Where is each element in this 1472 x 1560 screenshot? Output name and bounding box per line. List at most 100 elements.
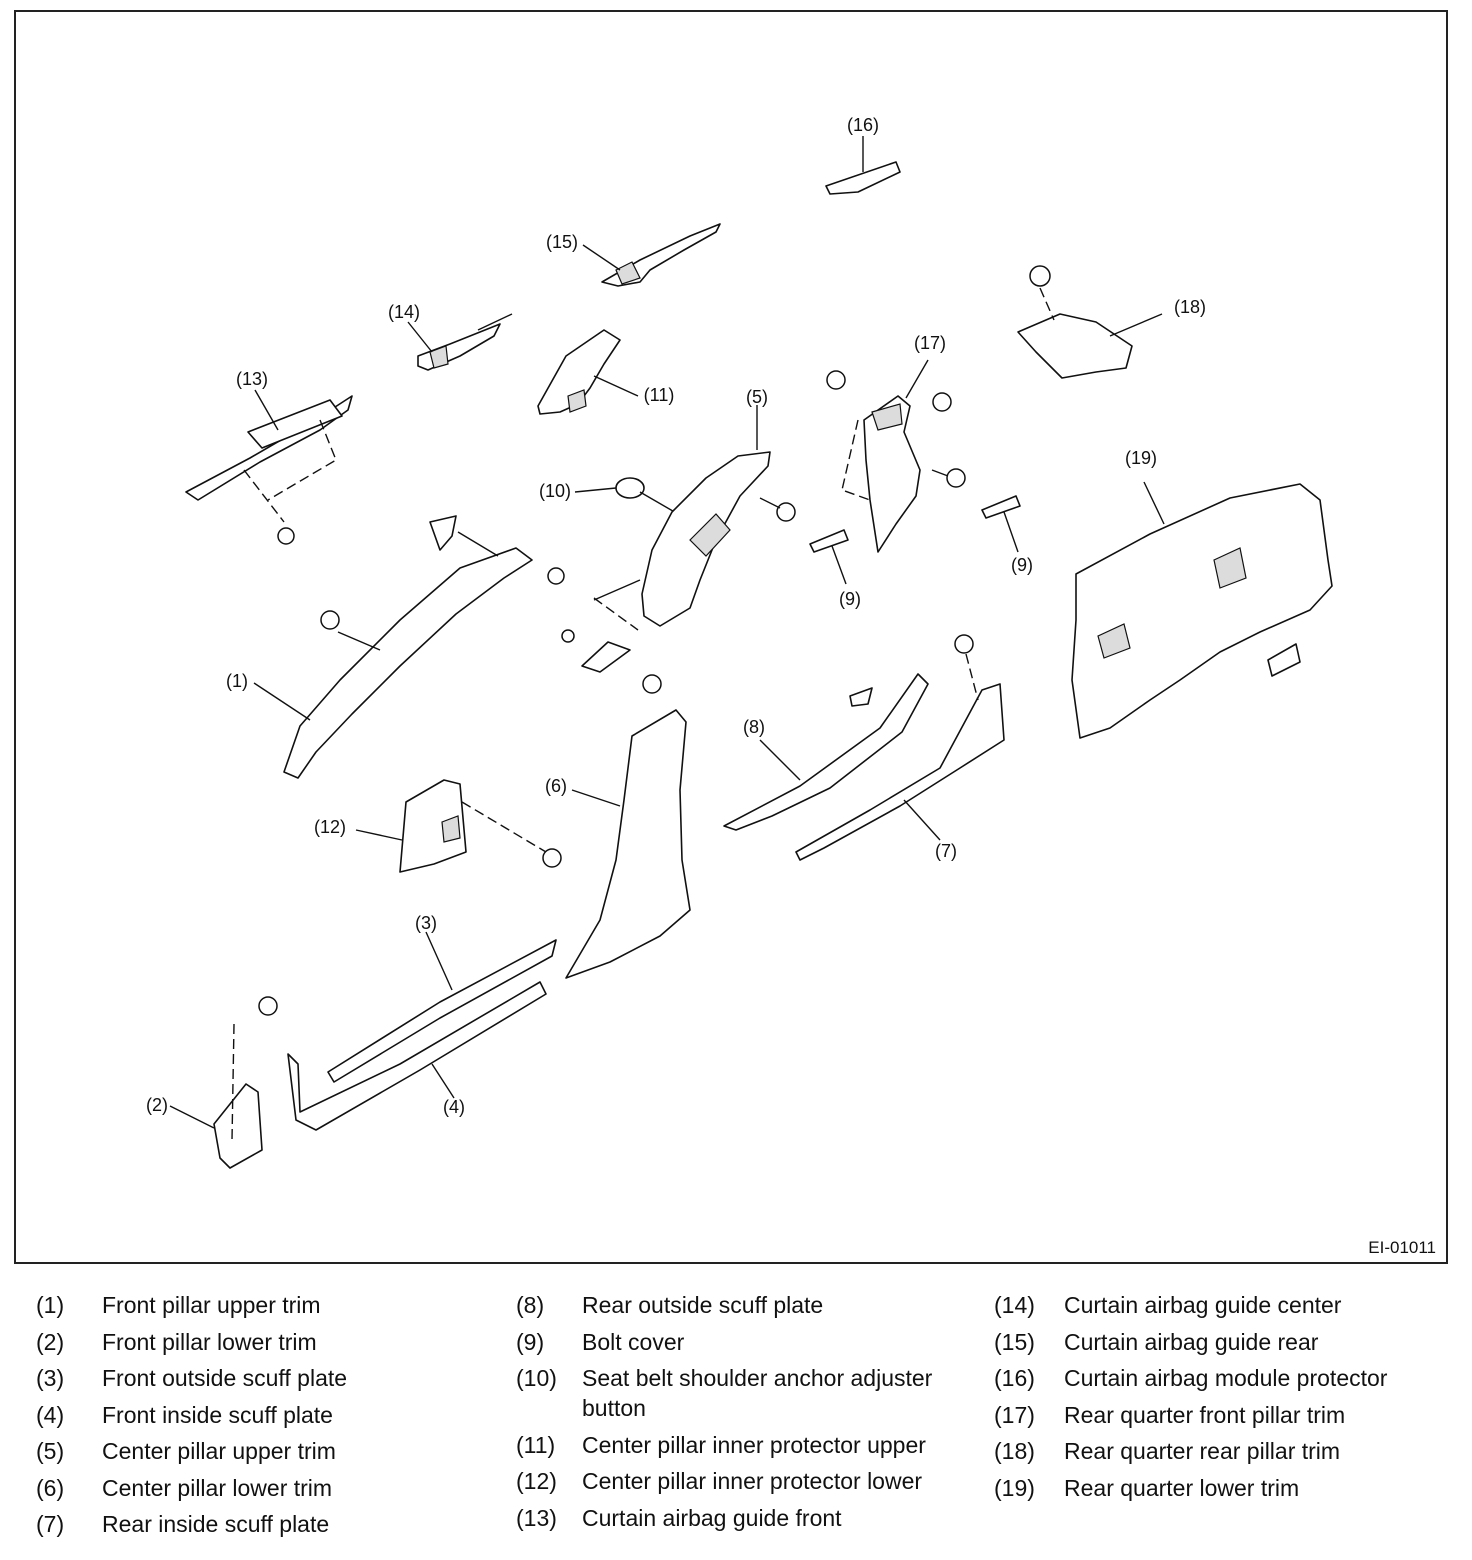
legend-num: (16)	[994, 1365, 1035, 1391]
legend-label: Rear outside scuff plate	[582, 1292, 824, 1318]
legend-item: (7) Rear inside scuff plate	[36, 1509, 347, 1539]
legend-item: (9) Bolt cover	[516, 1327, 972, 1357]
legend-label: Front pillar upper trim	[102, 1292, 321, 1318]
part-12-center-pillar-inner-protector-lower	[355, 779, 562, 873]
legend-num: (13)	[516, 1504, 557, 1531]
legend-num: (8)	[516, 1292, 545, 1318]
part-6-center-pillar-lower-trim	[565, 709, 691, 979]
legend-column-1: (1) Front pillar upper trim (2) Front pill…	[36, 1290, 347, 1546]
legend-num: (19)	[994, 1474, 1035, 1501]
legend-item: (11) Center pillar inner protector upper	[516, 1430, 972, 1460]
legend-item: (16) Curtain airbag module protector	[994, 1363, 1387, 1393]
legend-item: (12) Center pillar inner protector lower	[516, 1466, 972, 1496]
legend-num: (12)	[516, 1468, 557, 1494]
legend-item: (5) Center pillar upper trim	[36, 1436, 347, 1466]
legend-label: Center pillar upper trim	[102, 1438, 336, 1464]
legend-item: (8) Rear outside scuff plate	[516, 1290, 972, 1320]
callout-12: (12)	[314, 817, 346, 837]
legend-item: (3) Front outside scuff plate	[36, 1363, 347, 1393]
legend-num: (4)	[36, 1401, 65, 1428]
callout-14: (14)	[388, 302, 420, 322]
legend-label: Curtain airbag module protector	[1064, 1365, 1388, 1391]
legend-num: (15)	[994, 1328, 1035, 1355]
legend-label: Front inside scuff plate	[102, 1401, 333, 1428]
part-2-front-pillar-lower-trim	[169, 996, 278, 1169]
callout-18: (18)	[1174, 297, 1206, 317]
callout-4: (4)	[443, 1097, 465, 1117]
callout-5: (5)	[746, 387, 768, 407]
callout-11: (11)	[644, 385, 675, 405]
legend-column-2: (8) Rear outside scuff plate (9) Bolt cove…	[516, 1290, 972, 1539]
part-3-front-outside-scuff-plate	[327, 931, 557, 1083]
legend-num: (7)	[36, 1511, 65, 1537]
legend-num: (18)	[994, 1438, 1035, 1464]
legend-label: Curtain airbag guide center	[1064, 1292, 1342, 1318]
diagram-frame	[14, 10, 1448, 1264]
legend-label: Rear quarter rear pillar trim	[1064, 1438, 1341, 1464]
legend-label: Center pillar inner protector upper	[582, 1431, 926, 1458]
callout-10: (10)	[539, 481, 571, 501]
legend-item: (15) Curtain airbag guide rear	[994, 1327, 1387, 1357]
parts-legend: (1) Front pillar upper trim (2) Front pill…	[0, 1290, 1472, 1560]
part-10-seat-belt-adjuster-button	[574, 477, 679, 515]
legend-label: Curtain airbag guide front	[582, 1504, 842, 1531]
legend-label: Front outside scuff plate	[102, 1365, 348, 1391]
callout-1: (1)	[226, 671, 248, 691]
callout-16: (16)	[847, 115, 879, 135]
callout-15: (15)	[546, 232, 578, 252]
legend-num: (6)	[36, 1474, 65, 1501]
legend-item: (19) Rear quarter lower trim	[994, 1473, 1387, 1503]
legend-num: (2)	[36, 1328, 65, 1355]
legend-item: (6) Center pillar lower trim	[36, 1473, 347, 1503]
legend-num: (9)	[516, 1328, 545, 1355]
legend-num: (17)	[994, 1401, 1035, 1428]
part-9-bolt-cover-rear	[981, 495, 1021, 553]
center-pillar-fasteners	[547, 497, 796, 694]
legend-label: Rear inside scuff plate	[102, 1511, 330, 1537]
part-17-rear-quarter-front-pillar-trim	[826, 359, 966, 553]
callout-17: (17)	[914, 333, 946, 353]
legend-label: Bolt cover	[582, 1328, 685, 1355]
legend-num: (5)	[36, 1438, 65, 1464]
callout-8: (8)	[743, 717, 765, 737]
part-19-rear-quarter-lower-trim	[1071, 481, 1333, 739]
part-8-rear-outside-scuff-plate	[723, 673, 929, 831]
legend-item: (14) Curtain airbag guide center	[994, 1290, 1387, 1320]
part-14-curtain-airbag-guide-center	[407, 313, 513, 371]
part-9-bolt-cover-center	[809, 529, 849, 585]
legend-label: Center pillar lower trim	[102, 1474, 333, 1501]
part-15-curtain-airbag-guide-rear	[582, 223, 721, 287]
legend-label: Seat belt shoulder anchor adjuster butto…	[582, 1365, 933, 1421]
legend-num: (14)	[994, 1292, 1035, 1318]
callout-6: (6)	[545, 776, 567, 796]
legend-label: Rear quarter lower trim	[1064, 1474, 1300, 1501]
legend-item: (13) Curtain airbag guide front	[516, 1503, 972, 1533]
legend-num: (1)	[36, 1292, 65, 1318]
part-4-front-inside-scuff-plate	[287, 981, 547, 1131]
legend-item: (4) Front inside scuff plate	[36, 1400, 347, 1430]
part-7-rear-inside-scuff-plate	[795, 634, 1005, 861]
part-1-front-pillar-upper-trim	[253, 515, 533, 779]
legend-item: (2) Front pillar lower trim	[36, 1327, 347, 1357]
legend-column-3: (14) Curtain airbag guide center (15) Curt…	[994, 1290, 1387, 1509]
part-18-rear-quarter-rear-pillar-trim	[1017, 265, 1163, 379]
legend-item: (10)Seat belt shoulder anchor adjuster b…	[516, 1363, 972, 1423]
legend-label: Center pillar inner protector lower	[582, 1468, 923, 1494]
legend-label: Curtain airbag guide rear	[1064, 1328, 1319, 1355]
legend-num: (11)	[516, 1431, 556, 1458]
legend-item: (17)Rear quarter front pillar trim	[994, 1400, 1387, 1430]
callout-9-center: (9)	[839, 589, 861, 609]
part-16-curtain-airbag-module-protector	[825, 136, 901, 195]
legend-item: (1) Front pillar upper trim	[36, 1290, 347, 1320]
part-13-curtain-airbag-guide-front	[185, 389, 353, 545]
legend-label: Front pillar lower trim	[102, 1328, 317, 1355]
callout-13: (13)	[236, 369, 268, 389]
legend-num: (3)	[36, 1365, 65, 1391]
exploded-parts-diagram: (1) (2) (3) (4) (5) (6) (7) (8) (9) (9) …	[146, 115, 1333, 1169]
callout-2: (2)	[146, 1095, 168, 1115]
callout-9-rear: (9)	[1011, 555, 1033, 575]
part-5-center-pillar-upper-trim	[593, 405, 771, 631]
callout-3: (3)	[415, 913, 437, 933]
part-11-center-pillar-inner-protector-upper	[537, 329, 639, 415]
figure-reference-code: EI-01011	[1368, 1238, 1436, 1257]
